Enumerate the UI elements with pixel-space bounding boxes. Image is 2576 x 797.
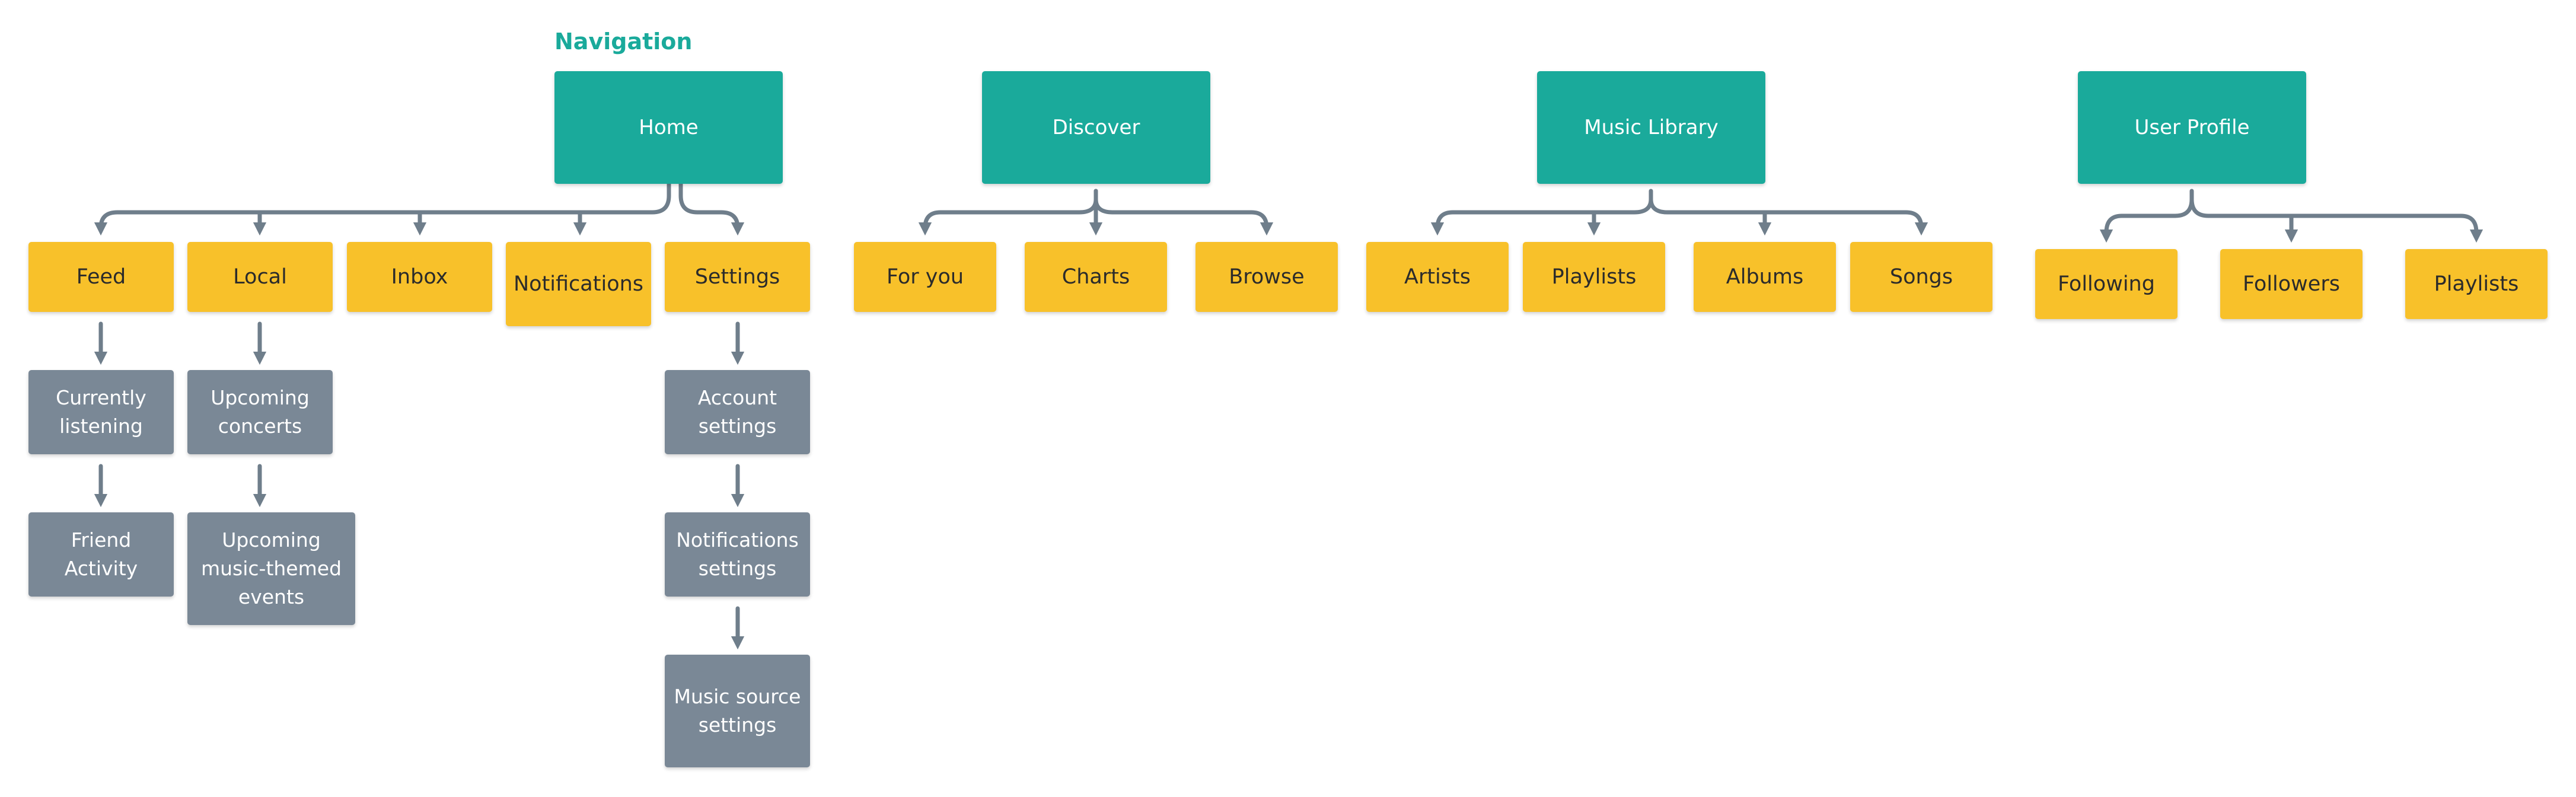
node-following: Following (2035, 249, 2178, 319)
node-feed: Feed (28, 242, 174, 312)
home-branch-line-right (678, 193, 745, 236)
node-local: Local (187, 242, 333, 312)
node-for-you: For you (854, 242, 996, 312)
diagram-title: Navigation (554, 28, 693, 55)
node-followers: Followers (2220, 249, 2363, 319)
node-notifications: Notifications (506, 242, 651, 326)
node-friend-activity: Friend Activity (28, 512, 174, 597)
node-upcoming-concerts: Upcoming concerts (187, 370, 333, 454)
node-albums: Albums (1694, 242, 1836, 312)
node-upcoming-events: Upcoming music-themed events (187, 512, 355, 625)
node-notifications-settings: Notifications settings (665, 512, 810, 597)
node-artists: Artists (1366, 242, 1509, 312)
node-discover: Discover (982, 71, 1210, 184)
node-inbox: Inbox (347, 242, 492, 312)
node-home: Home (554, 71, 783, 184)
home-branch-line (94, 181, 671, 236)
node-user-profile: User Profile (2078, 71, 2306, 184)
node-browse: Browse (1195, 242, 1338, 312)
node-library-playlists: Playlists (1523, 242, 1665, 312)
node-profile-playlists: Playlists (2405, 249, 2548, 319)
node-songs: Songs (1850, 242, 1992, 312)
node-settings: Settings (665, 242, 810, 312)
node-currently-listening: Currently listening (28, 370, 174, 454)
node-music-source-settings: Music source settings (665, 655, 810, 767)
node-account-settings: Account settings (665, 370, 810, 454)
node-charts: Charts (1025, 242, 1167, 312)
node-music-library: Music Library (1537, 71, 1765, 184)
